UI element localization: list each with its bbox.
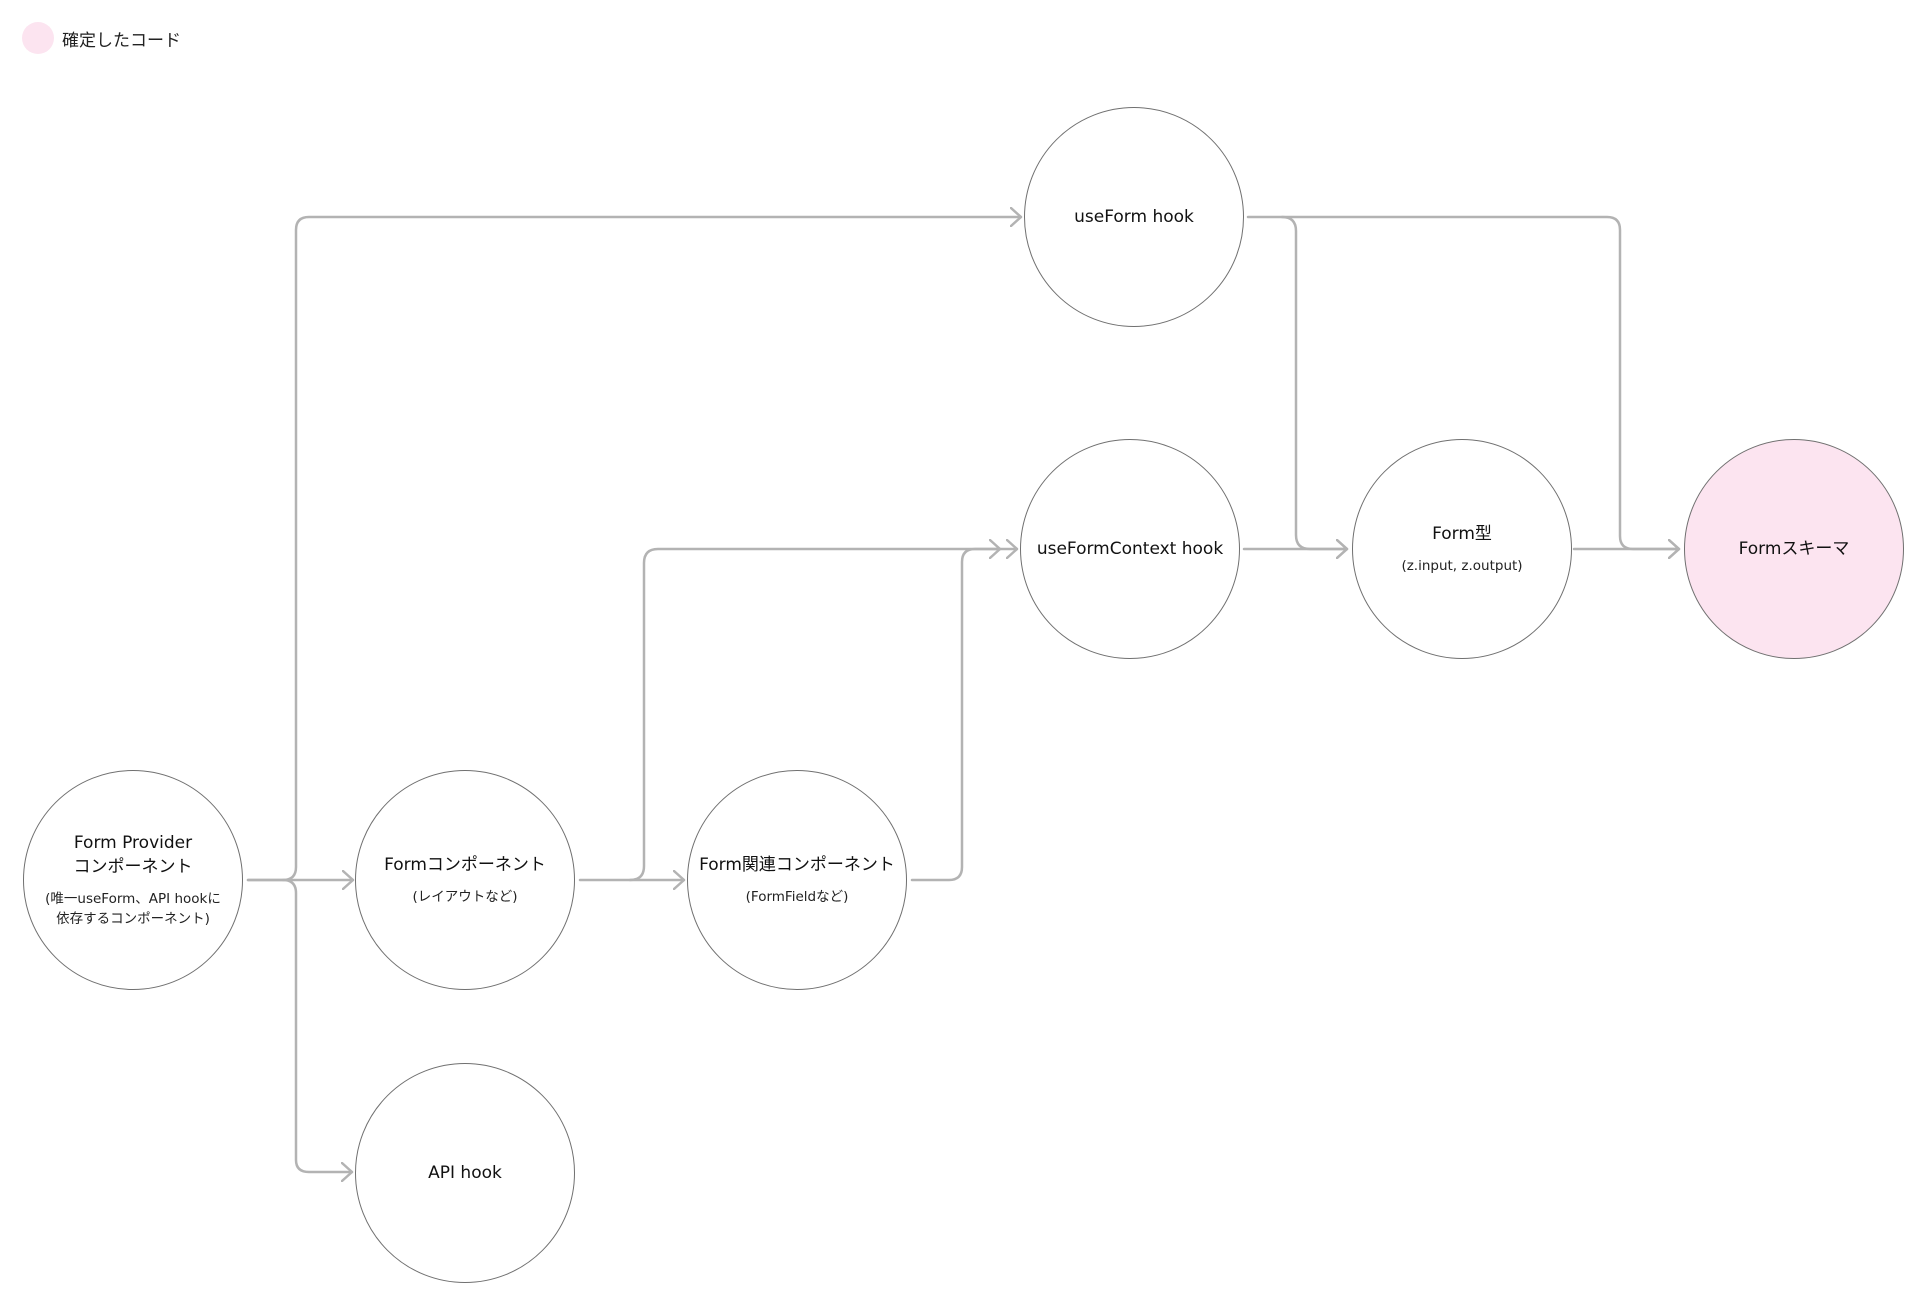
node-form-provider: Form Provider コンポーネント (唯一useForm、API hoo… [23,770,243,990]
node-form-component-title: Formコンポーネント [384,855,546,875]
edge-form-component-to-use-form-context [628,549,1019,882]
node-form-related-title: Form関連コンポーネント [699,855,895,875]
node-form-type-title: Form型 [1432,524,1492,544]
node-api-hook-title: API hook [428,1163,502,1183]
node-form-schema-title: Formスキーマ [1738,539,1850,559]
node-use-form: useForm hook [1024,107,1244,327]
legend-label: 確定したコード [62,30,181,51]
node-form-type-subtitle: (z.input, z.output) [1401,558,1523,574]
node-form-component-subtitle: (レイアウトなど) [412,889,518,905]
node-form-related-subtitle: (FormFieldなど) [745,889,849,905]
edge-use-form-to-form-type [1246,215,1349,549]
node-form-type: Form型 (z.input, z.output) [1352,439,1572,659]
node-use-form-context: useFormContext hook [1020,439,1240,659]
node-form-provider-title: Form Provider コンポーネント [73,833,193,877]
node-form-related: Form関連コンポーネント (FormFieldなど) [687,770,907,990]
legend-swatch-confirmed [22,22,54,54]
node-form-schema: Formスキーマ [1684,439,1904,659]
edge-form-related-to-use-form-context [910,549,1002,882]
node-form-component: Formコンポーネント (レイアウトなど) [355,770,575,990]
node-use-form-context-title: useFormContext hook [1036,539,1224,559]
node-use-form-title: useForm hook [1074,207,1194,227]
node-api-hook: API hook [355,1063,575,1283]
legend: 確定したコード [22,22,181,54]
node-form-provider-subtitle: (唯一useForm、API hookに 依存するコンポーネント) [45,891,221,927]
edge-form-provider-to-api-hook [281,878,354,1172]
